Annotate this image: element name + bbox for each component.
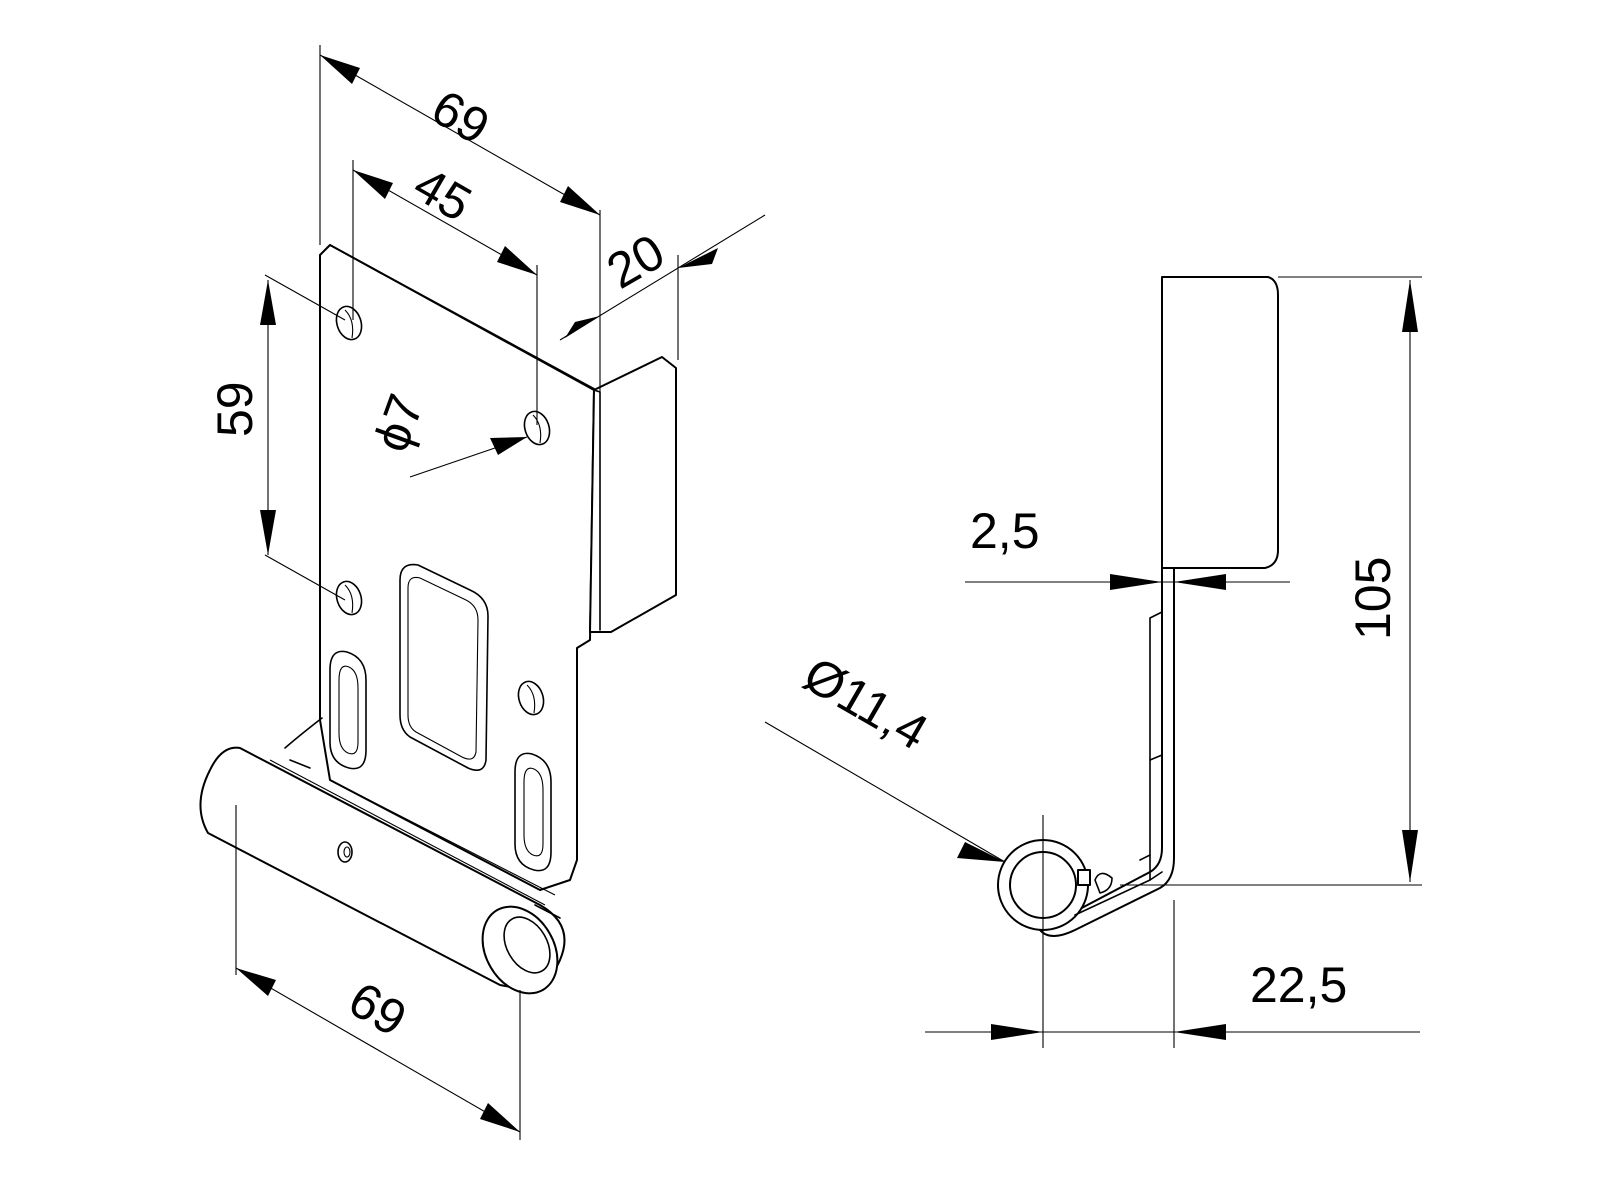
mounting-plate: [319, 244, 595, 891]
roll-cylinder: [199, 746, 566, 989]
mounting-hole: [335, 580, 363, 616]
side-flange-profile: [1161, 276, 1279, 569]
plate-top-edge: [319, 244, 601, 393]
bracket-side-view: [997, 276, 1279, 937]
dim-hole-spacing-horizontal: 45: [405, 156, 481, 232]
dim-roll-length: 69: [340, 971, 416, 1047]
dim-thickness: 2,5: [970, 503, 1040, 559]
mounting-hole: [335, 305, 363, 341]
side-flange: [589, 356, 677, 633]
side-flange-bend: [581, 382, 601, 631]
plate-profile: [1039, 567, 1175, 937]
dim-hole-spacing-vertical: 59: [207, 381, 263, 437]
roll-pin-hole: [337, 841, 353, 863]
embossed-window: [399, 563, 489, 771]
mounting-hole: [517, 680, 545, 716]
dim-offset: 22,5: [1250, 957, 1347, 1013]
dim-top-width: 69: [423, 79, 499, 155]
slot-hole: [514, 752, 552, 872]
mounting-hole: [523, 410, 551, 446]
dimensions-right: 2,5 105 Ø11,4 22,5: [764, 276, 1422, 1048]
dim-roll-diameter: Ø11,4: [795, 646, 938, 761]
roll-bore: [503, 916, 551, 974]
dim-height: 105: [1345, 557, 1401, 640]
dim-flange-depth: 20: [598, 223, 674, 299]
bracket-isometric-view: [199, 244, 677, 995]
slot-hole: [329, 650, 367, 770]
